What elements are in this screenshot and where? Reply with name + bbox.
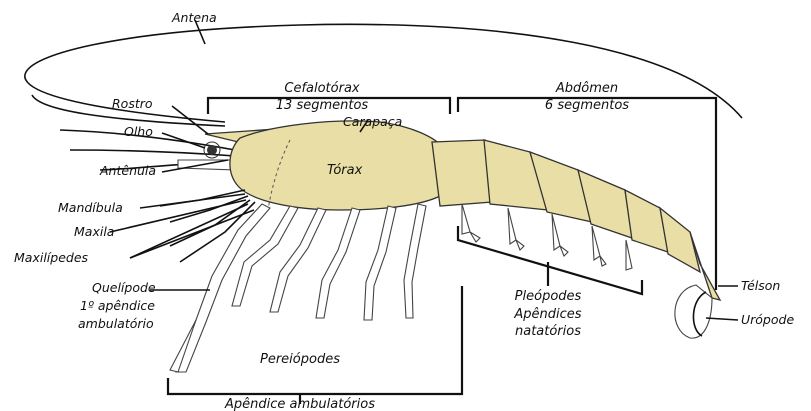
label-rostro: Rostro (112, 96, 153, 111)
label-antena: Antena (171, 10, 217, 25)
label-quelipode-2: 1º apêndice (80, 298, 155, 313)
label-pleopodes: Pleópodes (515, 289, 582, 304)
label-cefalotorax-title: Cefalotórax (284, 81, 360, 96)
label-maxilipedes: Maxilípedes (14, 250, 89, 265)
pereiopods (170, 204, 426, 372)
label-apendice-ambulatorios: Apêndice ambulatórios (224, 397, 375, 411)
pleopodes-bracket (458, 226, 642, 294)
label-cefalotorax-sub: 13 segmentos (276, 98, 369, 113)
eye-icon (207, 145, 217, 155)
label-abdomen-sub: 6 segmentos (545, 98, 629, 113)
label-pleopodes-sub-1: Apêndices (513, 307, 581, 322)
label-olho: Olho (124, 124, 153, 139)
label-abdomen-title: Abdômen (555, 81, 618, 96)
label-telson: Télson (741, 278, 780, 293)
label-quelipode-3: ambulatório (78, 316, 154, 331)
label-uropode: Urópode (741, 312, 794, 327)
label-antenula: Antênula (99, 163, 156, 178)
label-maxila: Maxila (74, 224, 114, 239)
label-quelipode-1: Quelípode (92, 280, 156, 295)
label-pereiopodes: Pereiópodes (260, 352, 340, 367)
label-carapaca: Carapaça (343, 114, 402, 129)
label-mandibula: Mandíbula (58, 200, 123, 215)
label-pleopodes-sub-2: natatórios (515, 324, 581, 339)
label-torax: Tórax (327, 163, 363, 178)
